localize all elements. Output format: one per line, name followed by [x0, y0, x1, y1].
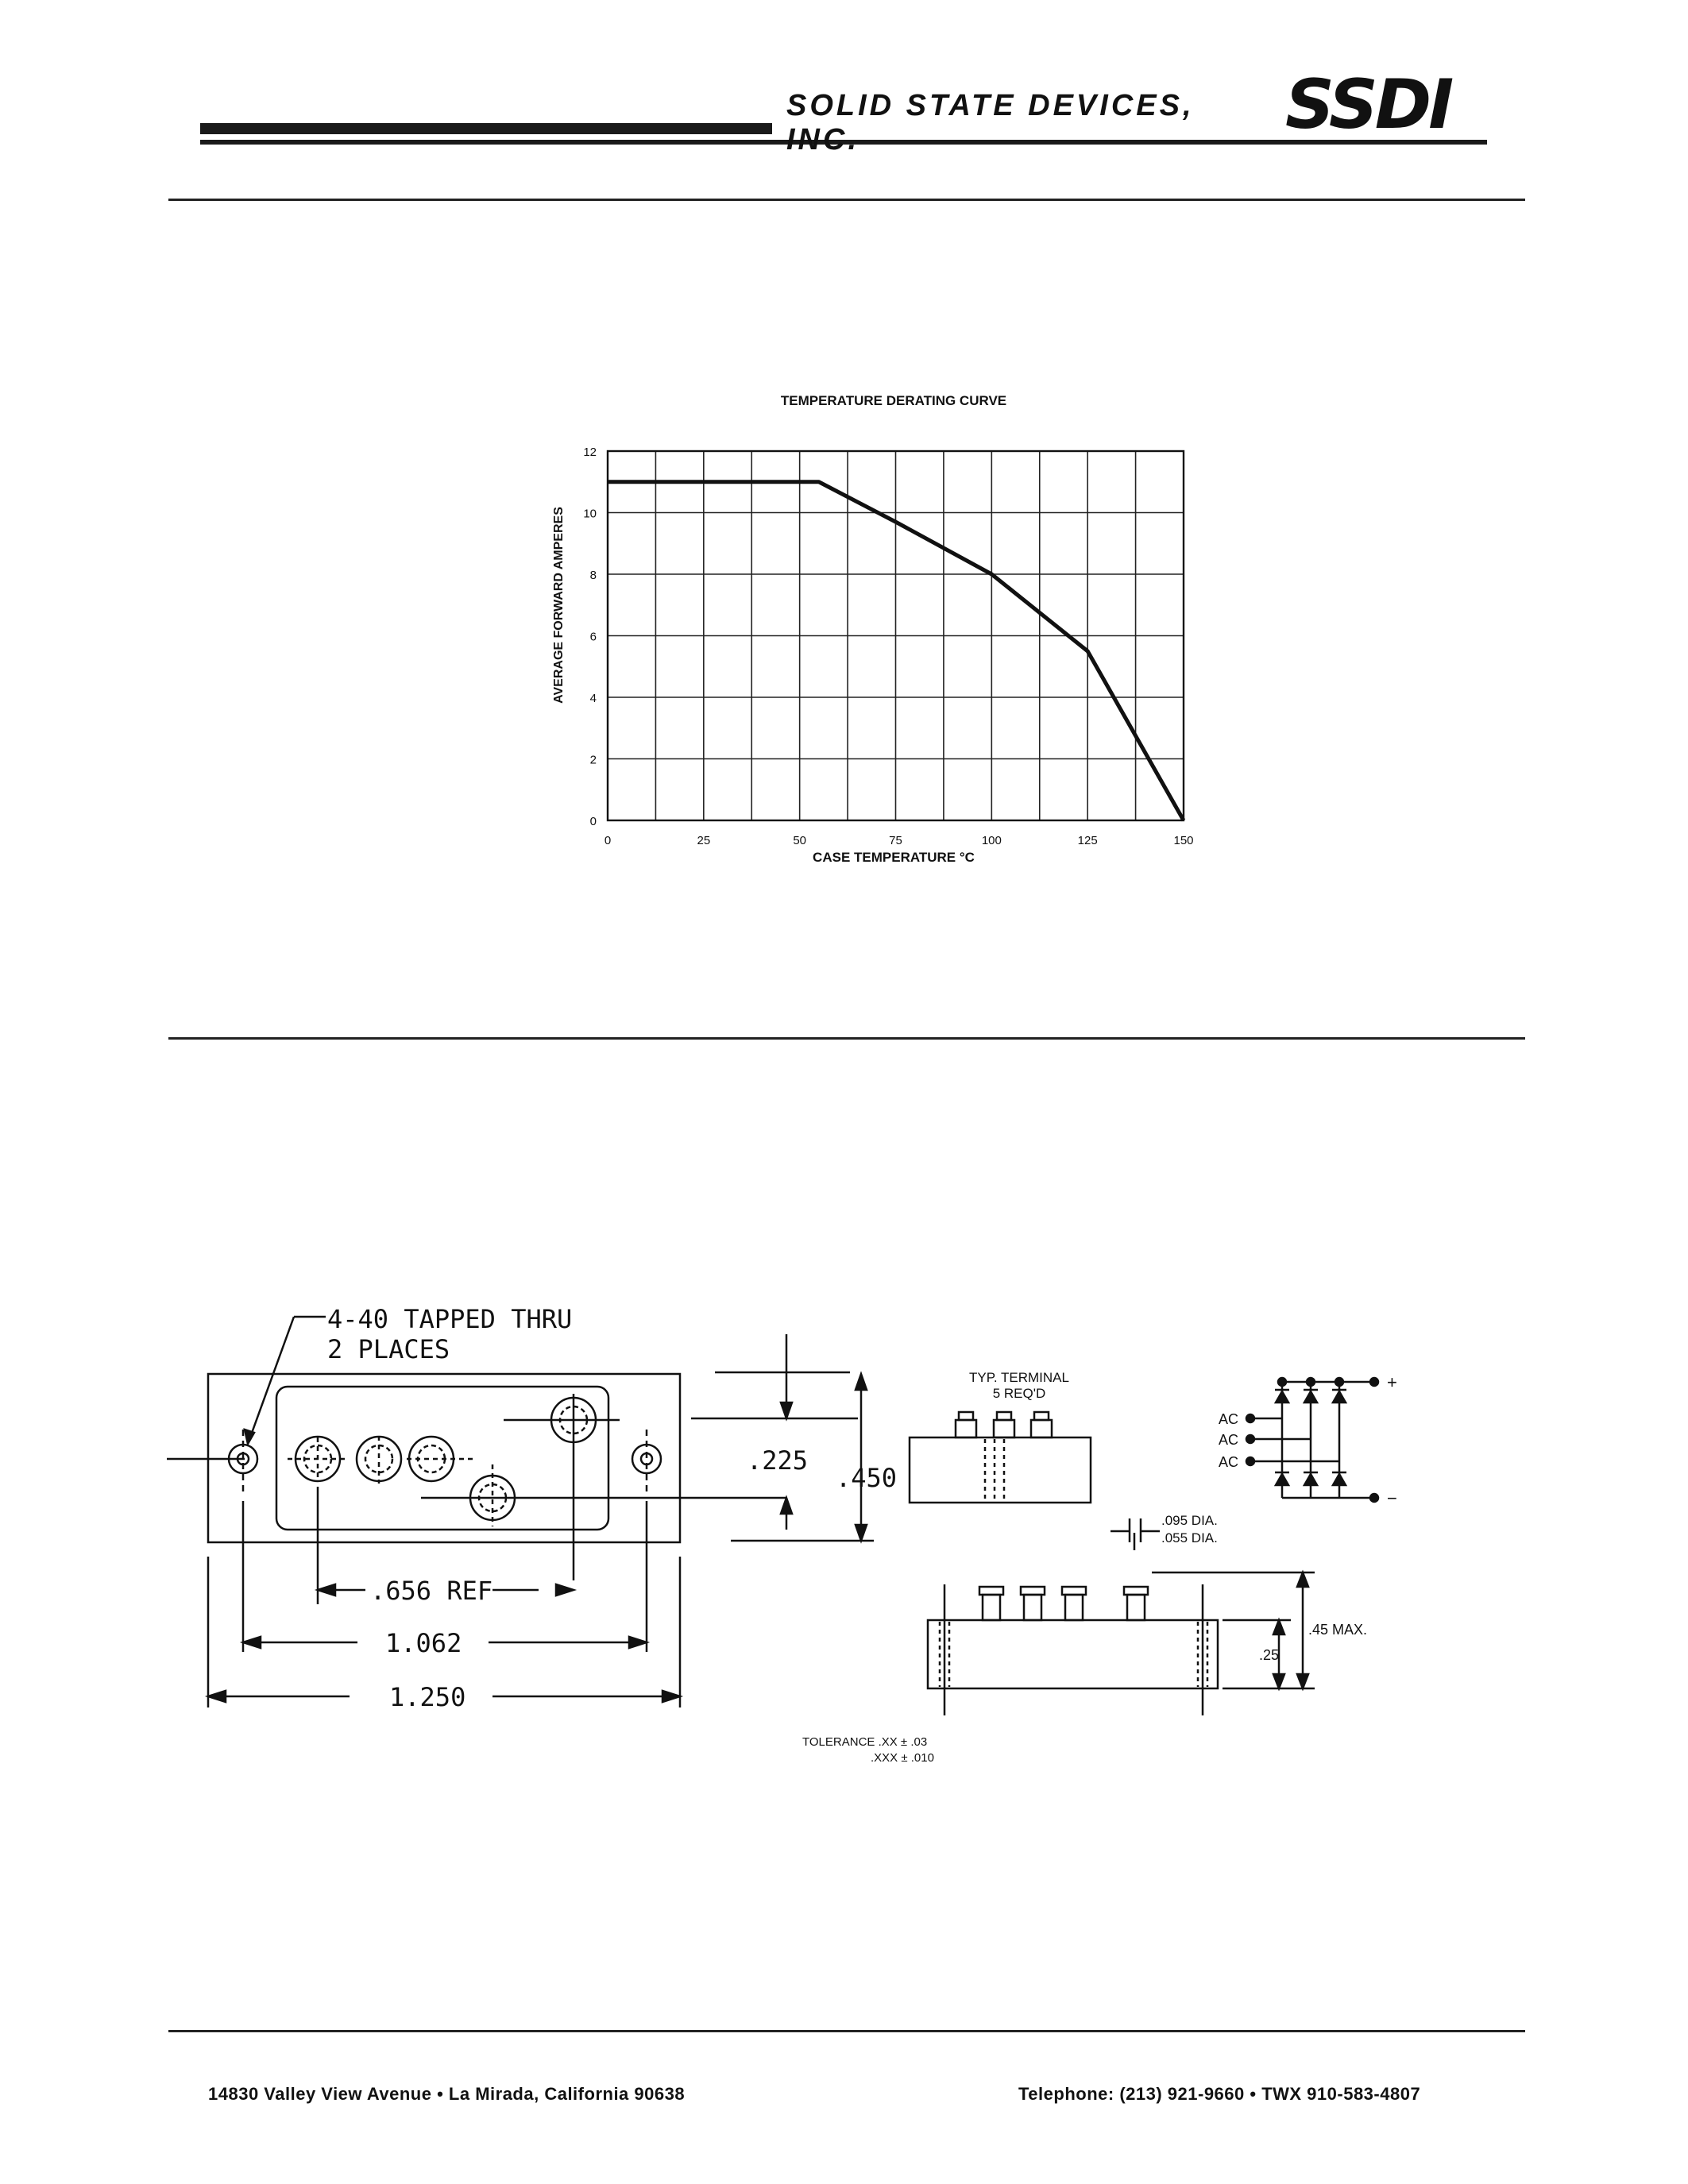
x-tick-label: 125 [1078, 834, 1098, 847]
ac-label-3: AC [1219, 1454, 1238, 1470]
chart-title: TEMPERATURE DERATING CURVE [781, 393, 1006, 408]
dim-450-label: .450 [836, 1463, 897, 1493]
y-tick-label: 8 [590, 569, 597, 582]
terminal-4 [421, 1464, 786, 1526]
dim-656-label: .656 REF [370, 1576, 492, 1606]
end-view-body [908, 1436, 1092, 1504]
dim-1250-label: 1.250 [389, 1682, 465, 1712]
x-tick-label: 150 [1173, 834, 1193, 847]
tapped-note-line2: 2 PLACES [327, 1334, 450, 1364]
company-logo: SSDI [1285, 68, 1490, 141]
terminal-5 [504, 1394, 620, 1580]
dim-225: .225 [691, 1334, 858, 1530]
terminal-1 [288, 1435, 348, 1483]
x-tick-label: 0 [605, 834, 611, 847]
x-axis-ticks: 0 25 50 75 100 125 150 [605, 834, 1194, 847]
header-bar-thin [200, 140, 1487, 145]
tapped-hole-leader [246, 1315, 326, 1445]
y-axis-ticks: 0 2 4 6 8 10 12 [583, 446, 597, 828]
x-tick-label: 25 [697, 834, 710, 847]
x-axis-label: CASE TEMPERATURE °C [813, 850, 975, 865]
divider-top [168, 199, 1525, 201]
tolerance-line2: .XXX ± .010 [871, 1751, 934, 1765]
bridge-schematic: AC AC AC + − [1219, 1372, 1397, 1508]
dim-1062-label: 1.062 [385, 1628, 462, 1658]
y-tick-label: 4 [590, 692, 597, 705]
x-tick-label: 100 [982, 834, 1002, 847]
mount-hole-left [227, 1430, 259, 1493]
x-tick-label: 50 [793, 834, 806, 847]
y-tick-label: 2 [590, 754, 597, 767]
company-name: SOLID STATE DEVICES, INC. [786, 89, 1195, 156]
typ-terminal-line1: TYP. TERMINAL [969, 1370, 1069, 1385]
side-view-end: TYP. TERMINAL 5 REQ'D [908, 1370, 1092, 1504]
dim-25-label: .25 [1259, 1647, 1279, 1663]
y-tick-label: 0 [590, 815, 597, 828]
dim-450: .450 [731, 1371, 897, 1544]
terminal-3 [407, 1435, 477, 1483]
chart-grid [606, 450, 1185, 822]
divider-bottom [168, 2030, 1525, 2032]
tapped-note-line1: 4-40 TAPPED THRU [327, 1304, 572, 1334]
tolerance-line1: TOLERANCE .XX ± .03 [802, 1735, 927, 1749]
dia-095-label: .095 DIA. [1161, 1513, 1218, 1528]
terminal-2 [355, 1435, 403, 1484]
diameter-callout: .095 DIA. .055 DIA. [1111, 1513, 1218, 1550]
dim-225-label: .225 [747, 1445, 808, 1476]
footer-phone: Telephone: (213) 921-9660 • TWX 910-583-… [1018, 2084, 1421, 2104]
y-axis-label: AVERAGE FORWARD AMPERES [552, 507, 566, 704]
dim-656: .656 REF [314, 1487, 577, 1606]
y-tick-label: 6 [590, 631, 597, 644]
logo-text: SSDI [1285, 65, 1454, 145]
dia-055-label: .055 DIA. [1161, 1530, 1218, 1545]
schematic-plus: + [1387, 1372, 1397, 1392]
top-view: 4-40 TAPPED THRU 2 PLACES .225 .450 .656… [167, 1304, 897, 1712]
leader-arrowhead [243, 1428, 256, 1447]
side-view-long: .25 .45 MAX. [926, 1569, 1367, 1715]
ac-label-1: AC [1219, 1411, 1238, 1427]
ac-label-2: AC [1219, 1432, 1238, 1448]
derating-chart: TEMPERATURE DERATING CURVE 0 2 4 6 8 10 12 0 25… [552, 393, 1194, 865]
dim-1250: 1.250 [204, 1557, 684, 1712]
mechanical-drawing: 4-40 TAPPED THRU 2 PLACES .225 .450 .656… [167, 1304, 1397, 1765]
y-tick-label: 10 [583, 507, 597, 521]
long-view-body [926, 1619, 1219, 1690]
mount-hole-right [631, 1430, 662, 1493]
typ-terminal-line2: 5 REQ'D [993, 1386, 1046, 1401]
x-tick-label: 75 [889, 834, 902, 847]
plot-frame [606, 450, 1185, 822]
footer-address: 14830 Valley View Avenue • La Mirada, Ca… [208, 2084, 686, 2104]
dim-1062: 1.062 [239, 1501, 651, 1658]
dim-45max-label: .45 MAX. [1308, 1622, 1367, 1638]
y-tick-label: 12 [583, 446, 597, 459]
derating-curve-line [608, 480, 1186, 822]
schematic-minus: − [1387, 1488, 1397, 1508]
header-bar-thick [200, 123, 772, 134]
divider-middle [168, 1037, 1525, 1040]
package-inner-outline [275, 1385, 610, 1531]
